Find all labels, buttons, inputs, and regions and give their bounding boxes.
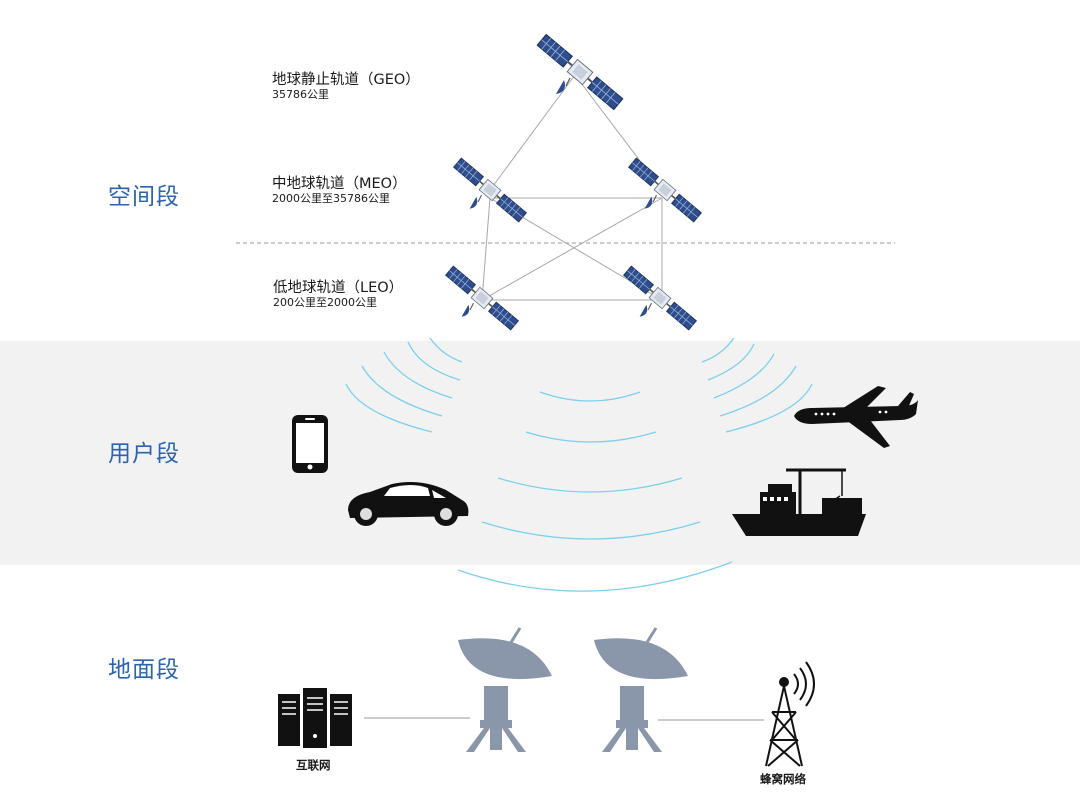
- leo-orbit-name: 低地球轨道（LEO）: [273, 280, 404, 296]
- meo-orbit-info: 中地球轨道（MEO） 2000公里至35786公里: [272, 176, 407, 205]
- ground-links: [364, 717, 764, 721]
- geo-orbit-name: 地球静止轨道（GEO）: [272, 72, 420, 88]
- server-icon: [278, 688, 352, 748]
- user-segment-band: [0, 341, 1080, 565]
- leo-orbit-altitude: 200公里至2000公里: [273, 295, 377, 309]
- ship-icon: [732, 468, 866, 536]
- smartphone-icon: [292, 415, 328, 473]
- leo-orbit-info: 低地球轨道（LEO） 200公里至2000公里: [273, 280, 403, 309]
- geo-orbit-info: 地球静止轨道（GEO） 35786公里: [272, 72, 420, 101]
- ground-segment-label: 地面段: [108, 657, 180, 683]
- satellite-icon: [452, 156, 528, 224]
- signal-waves: [345, 337, 813, 592]
- space-segment-label: 空间段: [108, 184, 180, 210]
- meo-orbit-altitude: 2000公里至35786公里: [272, 191, 390, 205]
- user-segment-label: 用户段: [108, 441, 180, 467]
- satellite-icon: [535, 32, 625, 112]
- cellular-network-label: 蜂窝网络: [760, 772, 806, 786]
- satellite-icon: [622, 264, 698, 332]
- car-icon: [348, 482, 469, 526]
- cell-tower-icon: [765, 661, 815, 767]
- dish-antenna-icon: [458, 627, 552, 752]
- dish-antenna-icon: [594, 627, 688, 752]
- airplane-icon: [794, 386, 918, 448]
- geo-orbit-altitude: 35786公里: [272, 87, 329, 101]
- satellite-icon: [444, 264, 520, 332]
- meo-orbit-name: 中地球轨道（MEO）: [272, 176, 407, 192]
- satellite-links: [481, 74, 663, 301]
- satellite-icon: [627, 156, 703, 224]
- internet-label: 互联网: [296, 758, 331, 772]
